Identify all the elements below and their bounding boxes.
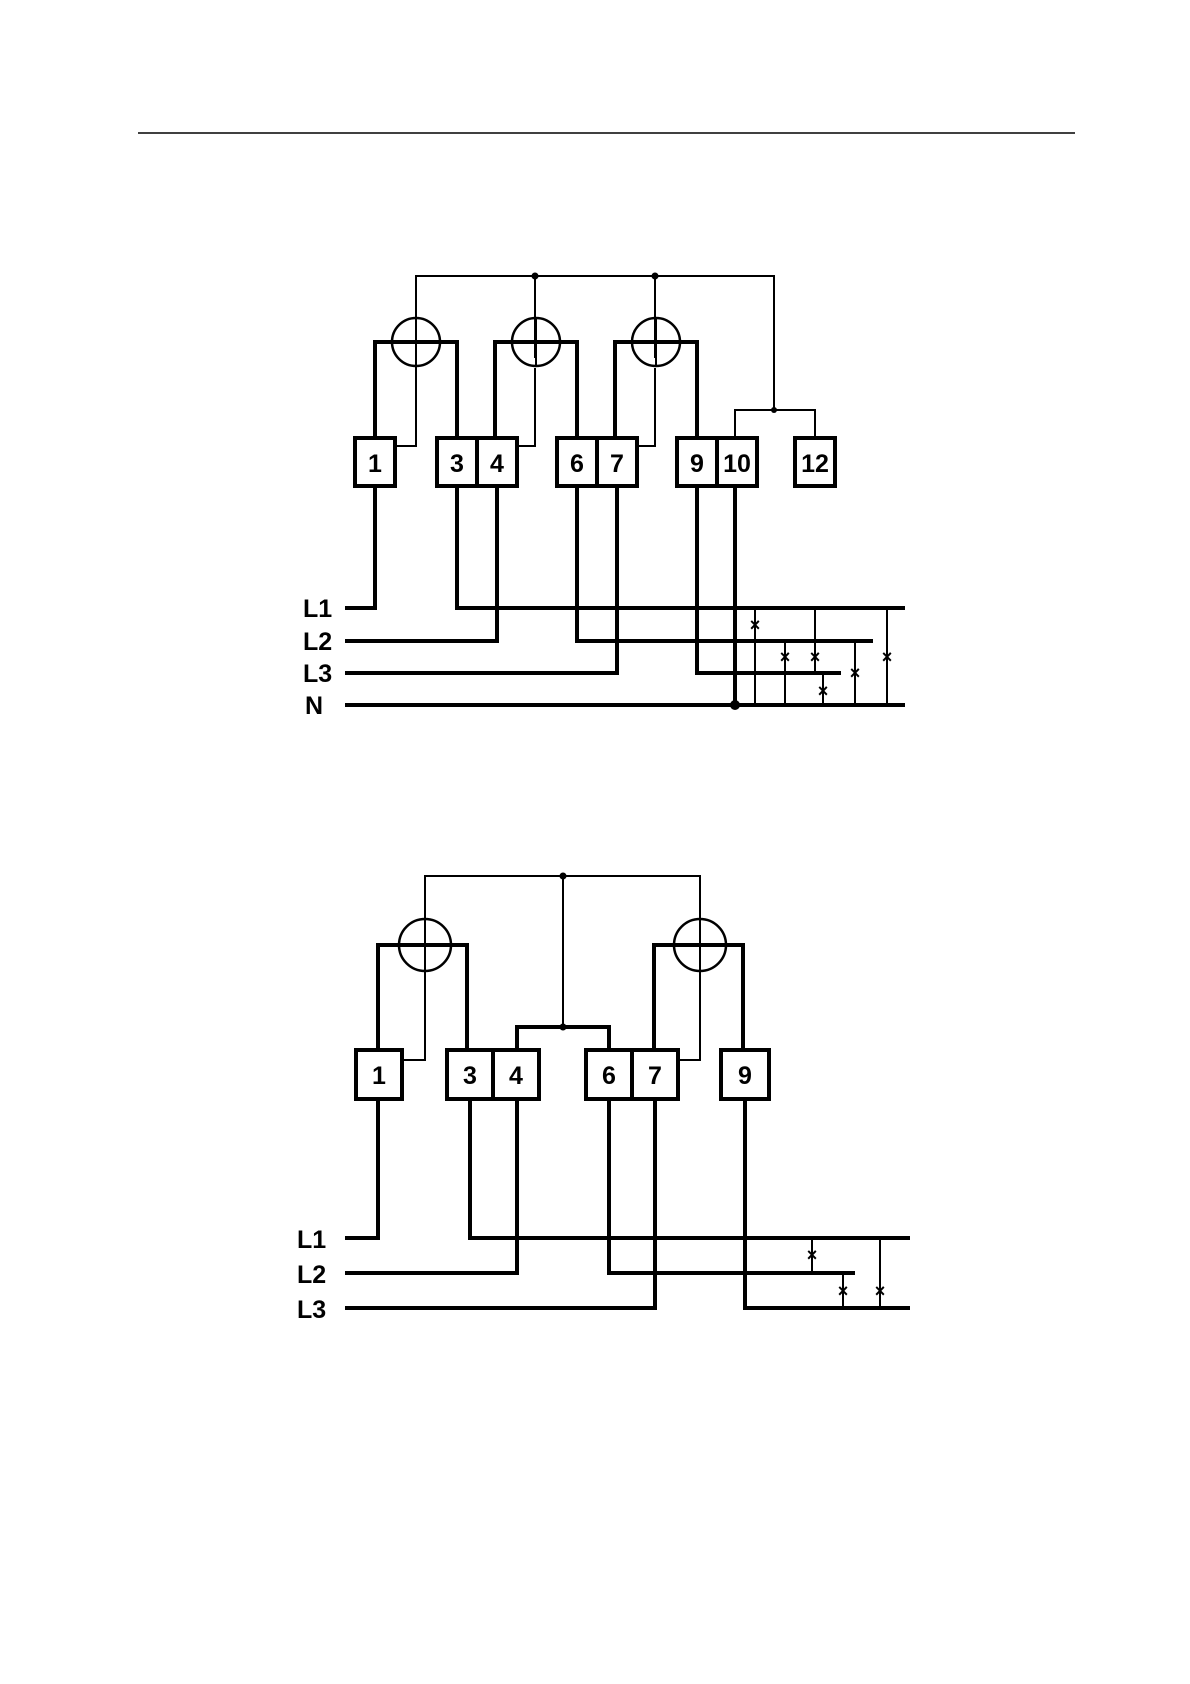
terminal-label: 1 bbox=[368, 450, 382, 478]
jumper-mark: × bbox=[780, 647, 791, 667]
line-labels: L1 L2 L3 N bbox=[303, 595, 332, 720]
line-label-l2: L2 bbox=[297, 1261, 326, 1289]
line-label-l3: L3 bbox=[303, 660, 332, 688]
terminal-label: 1 bbox=[372, 1062, 386, 1090]
jumper-marks: × × × × × × bbox=[750, 615, 893, 701]
terminal-label: 6 bbox=[602, 1062, 616, 1090]
jumper-mark: × bbox=[807, 1245, 818, 1265]
terminal-label: 3 bbox=[450, 450, 464, 478]
terminal-label: 7 bbox=[610, 450, 624, 478]
line-label-l1: L1 bbox=[297, 1226, 326, 1254]
line-label-l2: L2 bbox=[303, 628, 332, 656]
terminal-label: 7 bbox=[648, 1062, 662, 1090]
voltage-bus bbox=[376, 273, 816, 449]
line-labels: L1 L2 L3 bbox=[297, 1226, 326, 1324]
terminal-label: 4 bbox=[490, 450, 504, 478]
jumper-mark: × bbox=[750, 615, 761, 635]
terminal-label: 9 bbox=[738, 1062, 752, 1090]
terminal-label: 4 bbox=[509, 1062, 523, 1090]
terminal-label: 12 bbox=[801, 450, 829, 478]
supply-wiring bbox=[345, 486, 905, 710]
current-loops bbox=[378, 945, 743, 1050]
terminal-label: 9 bbox=[690, 450, 704, 478]
jumper-mark: × bbox=[850, 663, 861, 683]
terminal-label: 6 bbox=[570, 450, 584, 478]
line-label-n: N bbox=[305, 692, 323, 720]
terminal-label: 3 bbox=[463, 1062, 477, 1090]
supply-wiring bbox=[345, 1099, 910, 1308]
terminal-block: 1 3 4 6 7 9 bbox=[356, 1050, 769, 1099]
line-label-l3: L3 bbox=[297, 1296, 326, 1324]
terminal-block: 1 3 4 6 7 9 10 12 bbox=[355, 438, 835, 486]
jumper-mark: × bbox=[838, 1281, 849, 1301]
jumper-mark: × bbox=[810, 647, 821, 667]
terminal-label: 10 bbox=[723, 450, 751, 478]
diagram-four-wire: × × × × × × 1 3 4 6 7 9 10 12 bbox=[303, 273, 905, 721]
line-label-l1: L1 bbox=[303, 595, 332, 623]
jumper-mark: × bbox=[875, 1281, 886, 1301]
jumper-mark: × bbox=[882, 647, 893, 667]
diagram-three-wire: × × × 1 3 4 6 7 9 L1 L2 L3 bbox=[297, 873, 910, 1325]
jumper-mark: × bbox=[818, 681, 829, 701]
